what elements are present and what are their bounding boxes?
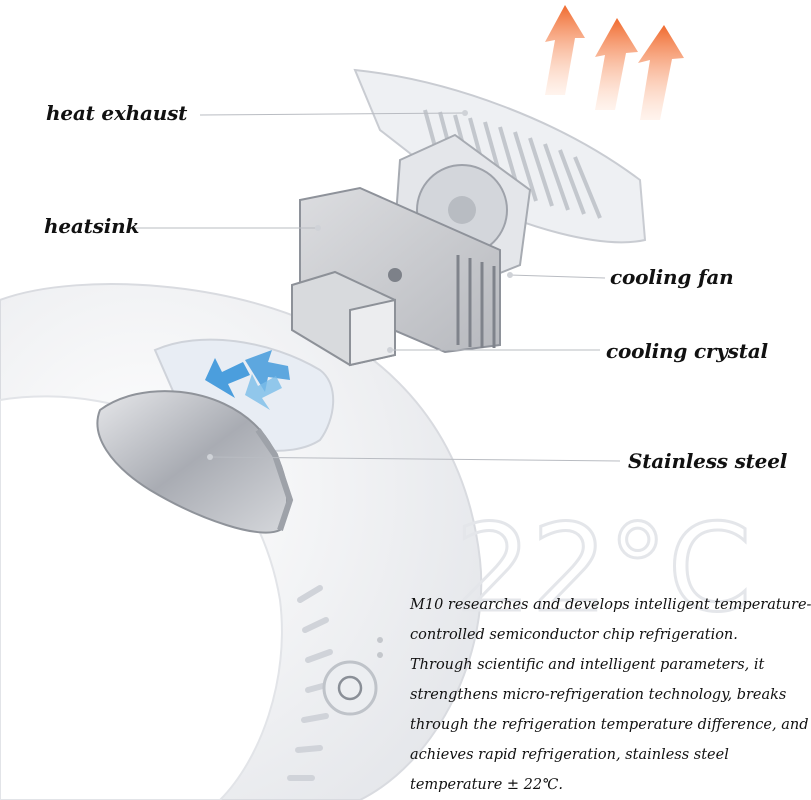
heat-exhaust-arrows (545, 5, 684, 120)
description-line: strengthens micro-refrigeration technolo… (410, 687, 787, 703)
description-line: temperature ± 22℃. (410, 777, 563, 793)
power-button (322, 660, 378, 716)
stainless-steel-plate (96, 390, 294, 534)
description-line: Through scientific and intelligent param… (410, 657, 765, 673)
cool-air-arrows (205, 350, 290, 410)
description-line: controlled semiconductor chip refrigerat… (410, 627, 738, 643)
label-heatsink: heatsink (44, 214, 140, 238)
description-line: through the refrigeration temperature di… (410, 717, 809, 733)
leader-lines (135, 110, 621, 462)
cooling-crystal (291, 270, 396, 367)
description-line: achieves rapid refrigeration, stainless … (410, 747, 729, 763)
product-description: M10 researches and develops intelligent … (410, 590, 811, 800)
label-heat-exhaust: heat exhaust (46, 101, 188, 125)
label-cooling-crystal: cooling crystal (606, 339, 768, 363)
temperature-watermark: 22°C (455, 500, 751, 639)
description-line: M10 researches and develops intelligent … (410, 597, 811, 613)
label-cooling-fan: cooling fan (610, 265, 734, 289)
label-stainless-steel: Stainless steel (628, 449, 788, 473)
